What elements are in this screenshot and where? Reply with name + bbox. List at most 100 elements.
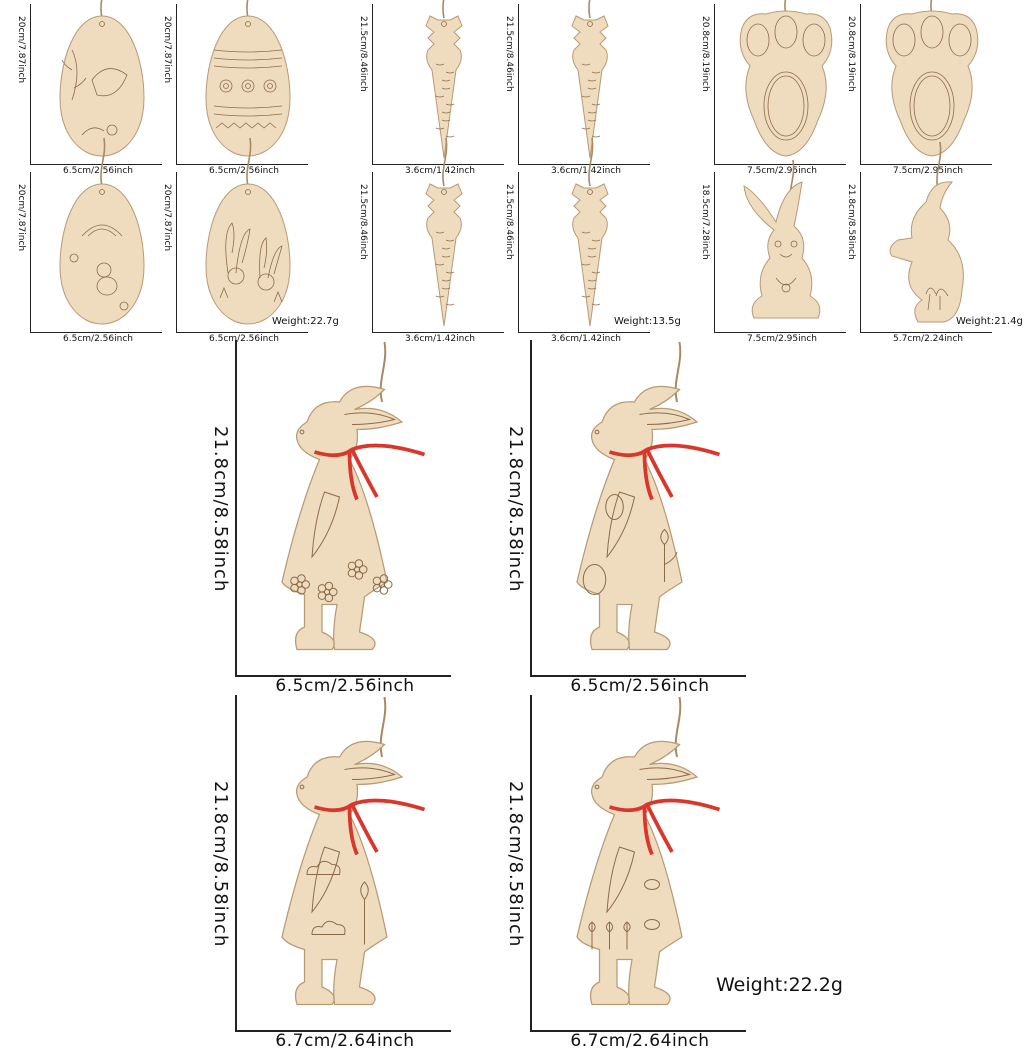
height-axis-line xyxy=(372,4,373,164)
width-axis-line xyxy=(518,332,650,333)
twine-hanger xyxy=(379,696,387,758)
red-ribbon xyxy=(313,443,426,501)
bunny-dress-clouds-ornament-image xyxy=(281,696,426,1006)
small-ornament-12: 21.8cm/8.58inch 5.7cm/2.24inch Weight:21.4… xyxy=(846,141,1023,344)
carrot-ornament-image xyxy=(425,0,463,159)
width-label: 7.5cm/2.95inch xyxy=(747,166,817,176)
carrot-ornament-image xyxy=(571,137,609,327)
width-axis-line xyxy=(860,332,992,333)
small-ornament-5: 20.8cm/8.19inch 7.5cm/2.95inch xyxy=(700,0,864,176)
egg-bird-ornament-image xyxy=(59,0,145,157)
width-label: 7.5cm/2.95inch xyxy=(747,334,817,344)
width-label: 6.7cm/2.64inch xyxy=(275,1031,415,1051)
height-label: 21.5cm/8.46inch xyxy=(358,184,368,260)
width-label: 7.5cm/2.95inch xyxy=(893,166,963,176)
twine-hanger xyxy=(588,137,594,187)
width-label: 6.5cm/2.56inch xyxy=(209,166,279,176)
weight-label: Weight:13.5g xyxy=(614,316,681,327)
paw-ornament-image xyxy=(885,0,979,157)
small-ornament-11: 18.5cm/7.28inch 7.5cm/2.95inch xyxy=(700,159,864,344)
large-weight-label: Weight:22.2g xyxy=(716,974,843,996)
twine-hanger xyxy=(674,341,682,403)
height-axis-line xyxy=(372,172,373,332)
width-axis-line xyxy=(372,332,504,333)
width-axis-line xyxy=(30,164,162,165)
width-axis-line xyxy=(30,332,162,333)
height-axis-line xyxy=(176,172,177,332)
red-ribbon xyxy=(608,798,721,856)
carrot-ornament-image xyxy=(425,137,463,327)
width-label: 6.5cm/2.56inch xyxy=(570,676,710,696)
height-axis-line xyxy=(714,172,715,332)
twine-hanger xyxy=(246,137,252,187)
egg-chick-ornament-image xyxy=(59,137,145,325)
height-axis-line xyxy=(714,4,715,164)
width-axis-line xyxy=(176,164,308,165)
bunny-side-ornament-image xyxy=(889,141,964,323)
twine-hanger xyxy=(442,137,448,187)
small-ornament-1: 20cm/7.87inch 6.5cm/2.56inch xyxy=(16,0,180,176)
twine-hanger xyxy=(674,696,682,758)
width-label: 3.6cm/1.42inch xyxy=(551,166,621,176)
twine-hanger xyxy=(442,0,445,19)
large-bunny-ornament-1: 21.8cm/8.58inch 6.5cm/2.56inch xyxy=(210,340,465,696)
small-ornament-2: 20cm/7.87inch 6.5cm/2.56inch xyxy=(162,0,326,176)
red-ribbon xyxy=(313,798,426,856)
twine-hanger xyxy=(100,137,106,187)
small-ornament-7: 20cm/7.87inch 6.5cm/2.56inch xyxy=(16,137,180,344)
height-label: 20cm/7.87inch xyxy=(162,16,172,84)
height-label: 21.8cm/8.58inch xyxy=(210,426,231,593)
small-ornament-4: 21.5cm/8.46inch 3.6cm/1.42inch xyxy=(504,0,668,176)
width-label: 3.6cm/1.42inch xyxy=(405,166,475,176)
width-axis-line xyxy=(714,164,846,165)
height-label: 21.5cm/8.46inch xyxy=(504,184,514,260)
height-label: 21.8cm/8.58inch xyxy=(505,426,526,593)
carrot-ornament-image xyxy=(571,0,609,159)
height-label: 20.8cm/8.19inch xyxy=(700,16,710,92)
width-axis-line xyxy=(518,164,650,165)
weight-label: Weight:22.7g xyxy=(272,316,339,327)
height-label: 21.5cm/8.46inch xyxy=(358,16,368,92)
height-label: 20cm/7.87inch xyxy=(162,184,172,252)
width-label: 3.6cm/1.42inch xyxy=(405,334,475,344)
height-label: 18.5cm/7.28inch xyxy=(700,184,710,260)
bunny-dress-eggs-ornament-image xyxy=(576,341,721,651)
height-axis-line xyxy=(235,340,237,676)
small-ornament-3: 21.5cm/8.46inch 3.6cm/1.42inch xyxy=(358,0,522,176)
width-label: 6.5cm/2.56inch xyxy=(63,166,133,176)
height-label: 20.8cm/8.19inch xyxy=(846,16,856,92)
bunny-dress-flowers-ornament-image xyxy=(281,341,426,651)
height-axis-line xyxy=(235,695,237,1031)
egg-pattern-ornament-image xyxy=(205,0,291,157)
width-axis-line xyxy=(860,164,992,165)
width-axis-line xyxy=(714,332,846,333)
height-label: 21.5cm/8.46inch xyxy=(504,16,514,92)
red-ribbon xyxy=(608,443,721,501)
width-label: 5.7cm/2.24inch xyxy=(893,334,963,344)
height-axis-line xyxy=(530,340,532,676)
twine-hanger xyxy=(246,0,249,19)
height-label: 21.8cm/8.58inch xyxy=(210,781,231,948)
small-ornament-6: 20.8cm/8.19inch 7.5cm/2.95inch xyxy=(846,0,1010,176)
egg-bunnies-ornament-image xyxy=(205,137,291,325)
width-axis-line xyxy=(530,675,746,677)
height-axis-line xyxy=(518,4,519,164)
width-label: 6.5cm/2.56inch xyxy=(209,334,279,344)
height-label: 21.8cm/8.58inch xyxy=(846,184,856,260)
twine-hanger xyxy=(588,0,591,19)
height-axis-line xyxy=(860,4,861,164)
bunny-sitting-ornament-image xyxy=(743,159,821,319)
height-axis-line xyxy=(176,4,177,164)
width-label: 6.5cm/2.56inch xyxy=(275,676,415,696)
weight-label: Weight:21.4g xyxy=(956,316,1023,327)
paw-ornament-image xyxy=(739,0,833,157)
width-axis-line xyxy=(235,675,451,677)
bunny-dress-bees-ornament-image xyxy=(576,696,721,1006)
height-axis-line xyxy=(30,4,31,164)
small-ornament-9: 21.5cm/8.46inch 3.6cm/1.42inch xyxy=(358,137,522,344)
width-label: 6.7cm/2.64inch xyxy=(570,1031,710,1051)
width-label: 3.6cm/1.42inch xyxy=(551,334,621,344)
large-bunny-ornament-2: 21.8cm/8.58inch 6.5cm/2.56inch xyxy=(505,340,760,696)
